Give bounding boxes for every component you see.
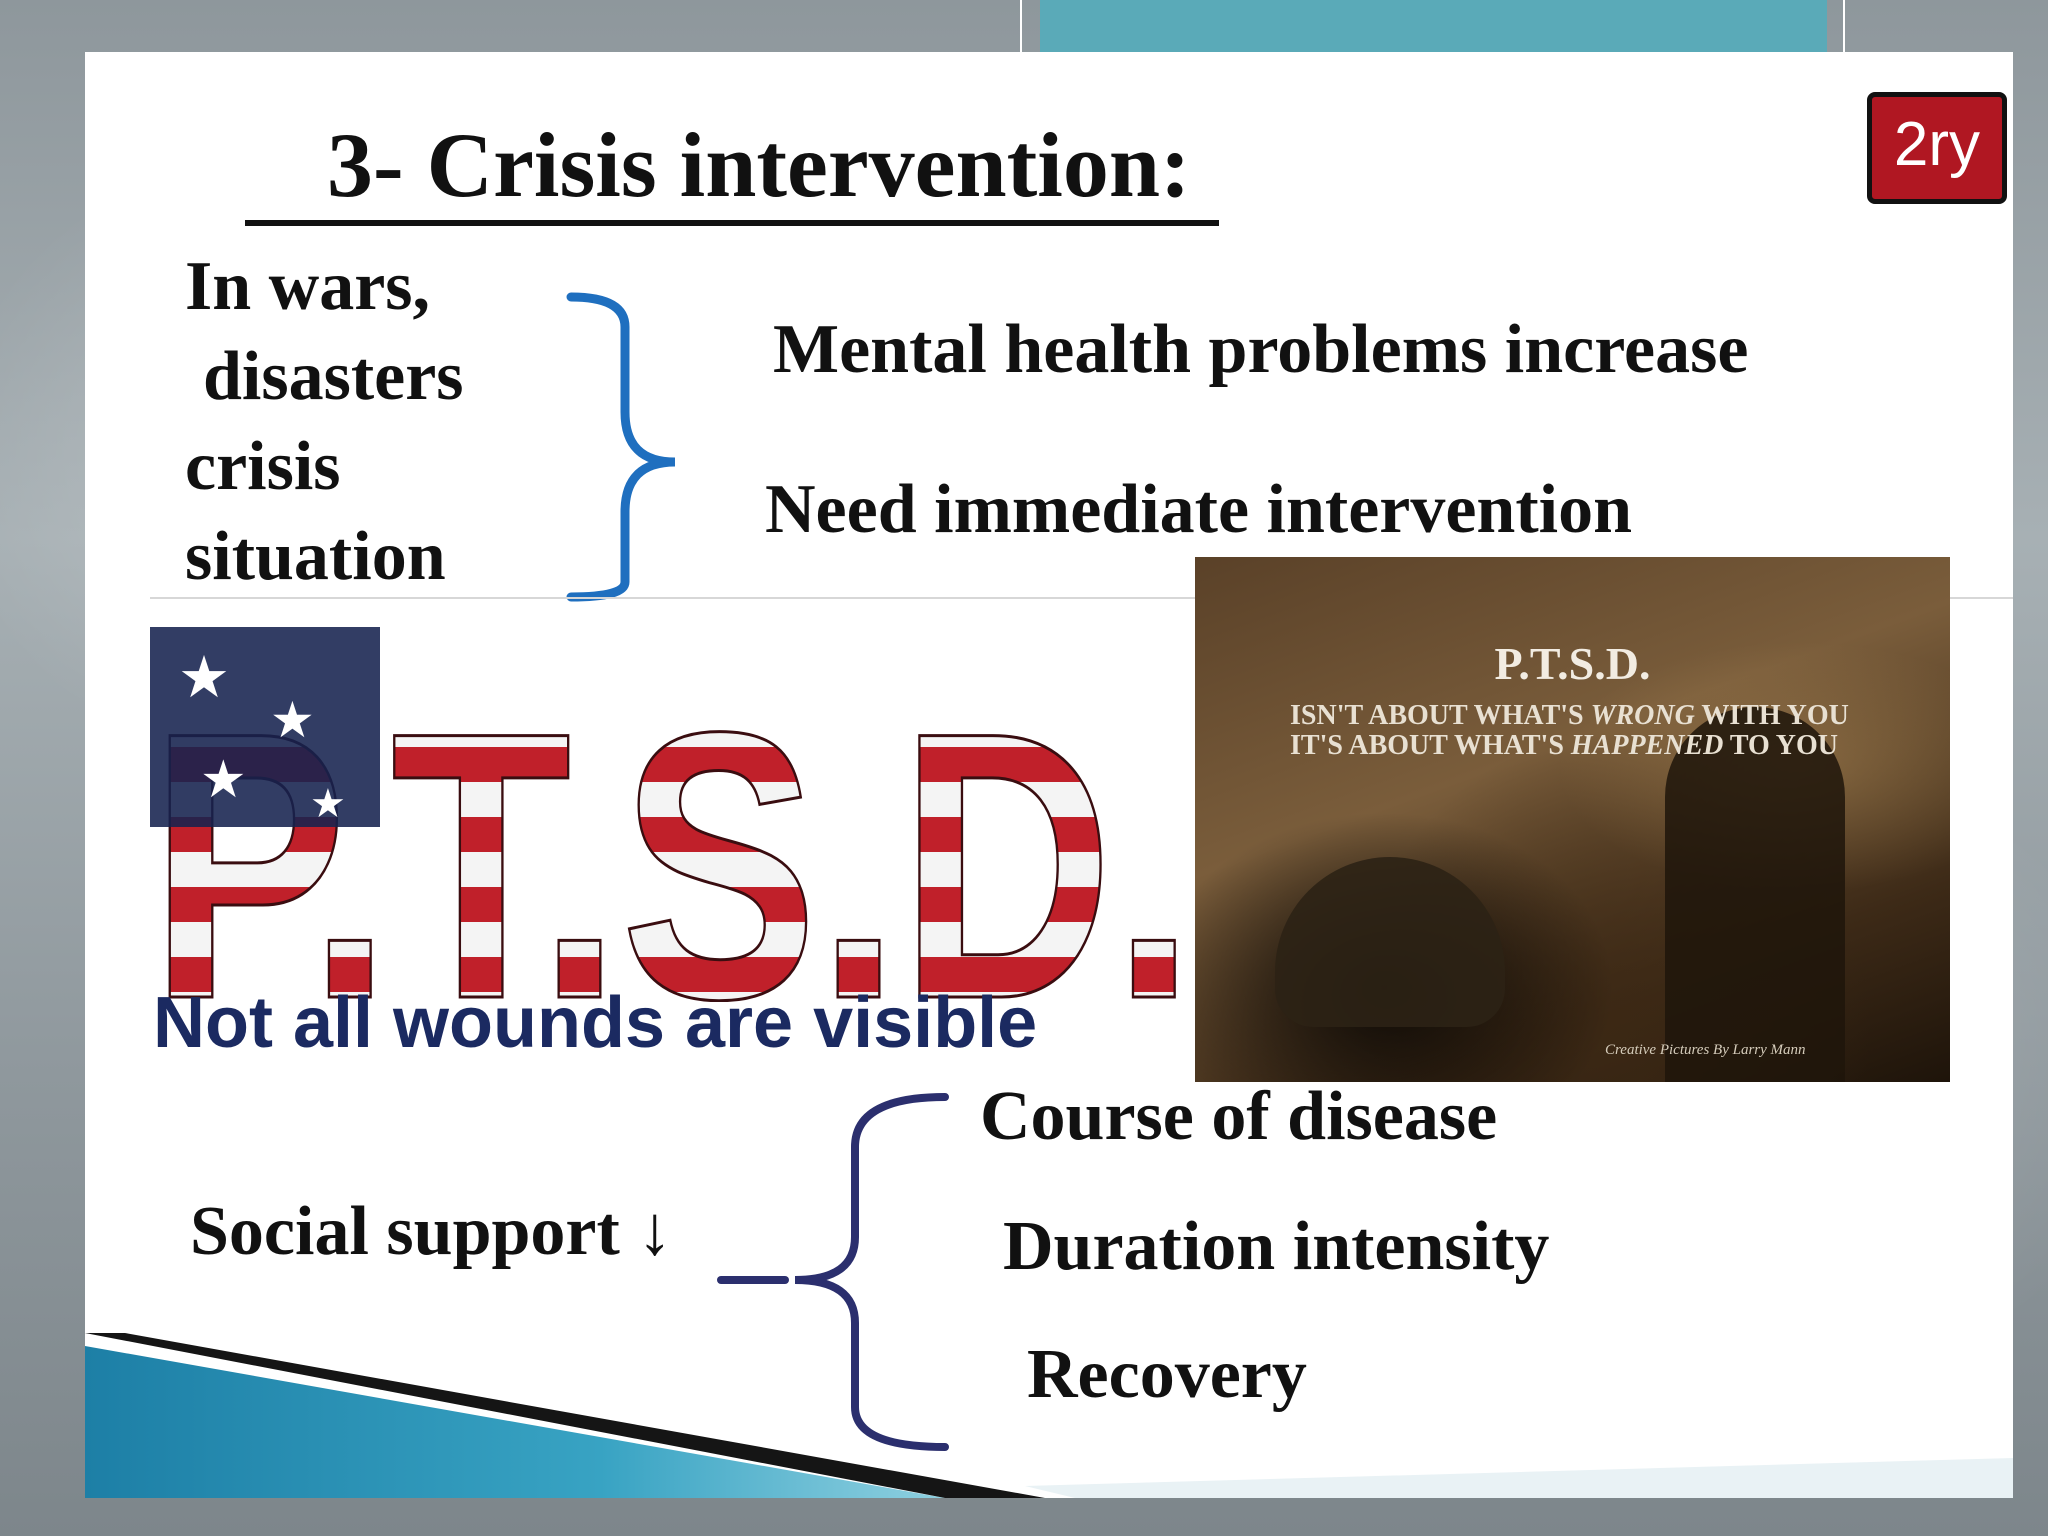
photo-title: P.T.S.D. xyxy=(1494,638,1651,689)
photo-quote-line-2: IT'S ABOUT WHAT'S HAPPENED TO YOU xyxy=(1290,730,1838,762)
figure-silhouette xyxy=(1665,707,1845,1082)
top-divider-line xyxy=(1020,0,1022,52)
top-divider-line xyxy=(1843,0,1845,52)
ptsd-caption: Not all wounds are visible xyxy=(153,983,1038,1063)
causes-list: In wars, disasters crisis situation xyxy=(185,242,464,602)
bottom-swoosh-decoration xyxy=(85,1333,2013,1498)
svg-text:★: ★ xyxy=(200,750,247,810)
level-badge: 2ry xyxy=(1867,92,2007,204)
star-field-icon: ★ ★ ★ ★ xyxy=(150,627,380,827)
helmet-silhouette xyxy=(1275,857,1505,1027)
outcome-item: Course of disease xyxy=(980,1078,1498,1155)
soldier-photo: P.T.S.D. ISN'T ABOUT WHAT'S WRONG WITH Y… xyxy=(1195,557,1950,1082)
photo-quote-text: WITH YOU xyxy=(1701,700,1849,731)
left-curly-brace-icon xyxy=(717,1093,949,1451)
cause-item: situation xyxy=(185,518,446,595)
cause-item: In wars, xyxy=(185,248,431,325)
photo-quote-text: TO YOU xyxy=(1729,730,1838,761)
photo-quote-text: IT'S ABOUT WHAT'S xyxy=(1290,730,1564,761)
outcome-item: Duration intensity xyxy=(1003,1208,1550,1285)
photo-quote-line-1: ISN'T ABOUT WHAT'S WRONG WITH YOU xyxy=(1290,700,1849,732)
photo-quote-emphasis: WRONG xyxy=(1590,700,1695,731)
top-accent-bar xyxy=(1040,0,1827,52)
outcome-item: Recovery xyxy=(1027,1336,1307,1413)
slide-canvas: 3- Crisis intervention: 2ry In wars, dis… xyxy=(85,52,2013,1498)
effect-item: Need immediate intervention xyxy=(765,471,1633,548)
photo-quote-emphasis: HAPPENED xyxy=(1570,730,1724,761)
social-support-label: Social support ↓ xyxy=(190,1193,673,1270)
svg-text:★: ★ xyxy=(178,643,230,711)
effect-item: Mental health problems increase xyxy=(773,311,1749,388)
photo-credit: Creative Pictures By Larry Mann xyxy=(1605,1042,1806,1058)
svg-text:★: ★ xyxy=(270,691,315,749)
section-divider xyxy=(150,597,2013,599)
svg-text:★: ★ xyxy=(310,781,346,827)
cause-item: disasters xyxy=(203,338,464,415)
photo-quote-text: ISN'T ABOUT WHAT'S xyxy=(1290,700,1584,731)
slide-title: 3- Crisis intervention: xyxy=(245,110,1219,227)
right-curly-brace-icon xyxy=(566,292,676,602)
cause-item: crisis xyxy=(185,428,341,505)
